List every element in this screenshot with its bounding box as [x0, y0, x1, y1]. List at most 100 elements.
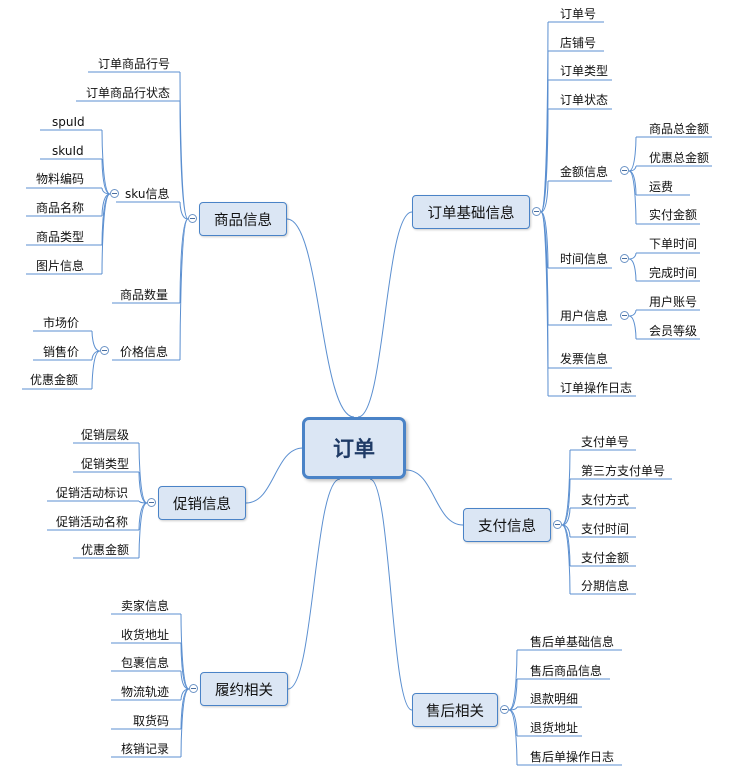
- sku-link-0: [101, 129, 111, 195]
- promo-link-1: [138, 471, 148, 504]
- leaf-amount-info[interactable]: 金额信息: [560, 165, 609, 179]
- leaf-pay-method[interactable]: 支付方式: [581, 493, 630, 507]
- pay-link-0: [561, 449, 571, 526]
- leaf-discount-amount[interactable]: 优惠金额: [30, 373, 79, 387]
- amount-link-0: [628, 136, 637, 172]
- collapse-toggle-goods[interactable]: [188, 214, 197, 223]
- collapse-toggle-payment[interactable]: [553, 520, 562, 529]
- branch-payment[interactable]: 支付信息: [463, 508, 551, 542]
- price-link-2: [91, 350, 101, 390]
- sku-link-2: [101, 187, 111, 195]
- leaf-after-sales-basic[interactable]: 售后单基础信息: [530, 635, 615, 649]
- leaf-installment-info[interactable]: 分期信息: [581, 579, 630, 593]
- leaf-user-info[interactable]: 用户信息: [560, 309, 609, 323]
- leaf-material-code[interactable]: 物料编码: [36, 172, 85, 186]
- leaf-paid-amount[interactable]: 实付金额: [649, 208, 698, 222]
- leaf-goods-line-no[interactable]: 订单商品行号: [98, 57, 171, 71]
- sku-link-5: [101, 193, 111, 275]
- leaf-pay-no[interactable]: 支付单号: [581, 435, 630, 449]
- after-link-4: [508, 709, 518, 766]
- leaf-goods-quantity[interactable]: 商品数量: [120, 288, 169, 302]
- leaf-promo-type[interactable]: 促销类型: [81, 457, 130, 471]
- connector-root-basic: [357, 211, 413, 418]
- leaf-price-info[interactable]: 价格信息: [120, 345, 169, 359]
- amount-link-1: [628, 165, 637, 172]
- leaf-total-discount[interactable]: 优惠总金额: [649, 151, 710, 165]
- basic-link-8: [540, 211, 549, 397]
- pay-link-5: [561, 524, 571, 595]
- leaf-market-price[interactable]: 市场价: [43, 316, 80, 330]
- leaf-return-address[interactable]: 退货地址: [530, 721, 579, 735]
- leaf-promo-level[interactable]: 促销层级: [81, 428, 130, 442]
- pay-link-1: [561, 478, 571, 526]
- collapse-toggle-promotion[interactable]: [147, 498, 156, 507]
- leaf-shipping-address[interactable]: 收货地址: [121, 628, 170, 642]
- leaf-pickup-code[interactable]: 取货码: [133, 714, 170, 728]
- collapse-toggle-order-basic[interactable]: [532, 207, 541, 216]
- collapse-toggle-amount[interactable]: [620, 166, 629, 175]
- fulfil-link-2: [180, 670, 190, 690]
- leaf-refund-detail[interactable]: 退款明细: [530, 692, 579, 706]
- fulfil-link-0: [180, 613, 190, 690]
- root-node[interactable]: 订单: [302, 417, 406, 479]
- goods-link-4: [179, 218, 189, 361]
- leaf-member-level[interactable]: 会员等级: [649, 324, 698, 338]
- collapse-toggle-price[interactable]: [100, 346, 109, 355]
- collapse-toggle-after-sales[interactable]: [500, 705, 509, 714]
- leaf-total-goods-amount[interactable]: 商品总金额: [649, 122, 710, 136]
- leaf-package-info[interactable]: 包裹信息: [121, 656, 170, 670]
- promo-link-4: [138, 502, 148, 559]
- goods-link-0: [179, 71, 189, 220]
- leaf-seller-info[interactable]: 卖家信息: [121, 599, 170, 613]
- leaf-goods-name[interactable]: 商品名称: [36, 201, 85, 215]
- leaf-order-no[interactable]: 订单号: [560, 7, 597, 21]
- branch-order-basic[interactable]: 订单基础信息: [412, 195, 530, 229]
- leaf-logistics-track[interactable]: 物流轨迹: [121, 685, 170, 699]
- leaf-third-party-pay-no[interactable]: 第三方支付单号: [581, 464, 666, 478]
- leaf-order-log[interactable]: 订单操作日志: [560, 381, 633, 395]
- leaf-after-sales-goods[interactable]: 售后商品信息: [530, 664, 603, 678]
- collapse-toggle-fulfillment[interactable]: [189, 684, 198, 693]
- collapse-toggle-time[interactable]: [620, 254, 629, 263]
- sku-link-1: [101, 158, 111, 195]
- collapse-toggle-sku[interactable]: [110, 189, 119, 198]
- branch-fulfillment[interactable]: 履约相关: [200, 672, 288, 706]
- branch-goods[interactable]: 商品信息: [199, 202, 287, 236]
- collapse-toggle-user[interactable]: [620, 311, 629, 320]
- leaf-sku-id[interactable]: skuId: [52, 144, 84, 158]
- user-link-0: [628, 309, 637, 317]
- leaf-image-info[interactable]: 图片信息: [36, 259, 85, 273]
- connector-root-fulfil: [287, 478, 341, 690]
- connector-root-after: [369, 478, 413, 711]
- leaf-verify-record[interactable]: 核销记录: [121, 742, 170, 756]
- branch-promotion[interactable]: 促销信息: [158, 486, 246, 520]
- leaf-freight[interactable]: 运费: [649, 180, 674, 194]
- leaf-sku-info[interactable]: sku信息: [125, 187, 170, 201]
- connector-root-promo: [245, 447, 304, 504]
- leaf-promo-discount[interactable]: 优惠金额: [81, 543, 130, 557]
- leaf-time-info[interactable]: 时间信息: [560, 252, 609, 266]
- leaf-complete-time[interactable]: 完成时间: [649, 266, 698, 280]
- leaf-goods-type[interactable]: 商品类型: [36, 230, 85, 244]
- leaf-pay-amount[interactable]: 支付金额: [581, 551, 630, 565]
- leaf-shop-no[interactable]: 店铺号: [560, 36, 597, 50]
- leaf-sale-price[interactable]: 销售价: [43, 345, 80, 359]
- leaf-invoice-info[interactable]: 发票信息: [560, 352, 609, 366]
- goods-link-1: [179, 100, 189, 220]
- time-link-1: [628, 258, 637, 282]
- leaf-order-status[interactable]: 订单状态: [560, 93, 609, 107]
- leaf-pay-time[interactable]: 支付时间: [581, 522, 630, 536]
- leaf-spu-id[interactable]: spuId: [52, 115, 85, 129]
- leaf-order-type[interactable]: 订单类型: [560, 64, 609, 78]
- leaf-goods-line-status[interactable]: 订单商品行状态: [86, 86, 171, 100]
- leaf-promo-activity-id[interactable]: 促销活动标识: [56, 486, 129, 500]
- branch-after-sales[interactable]: 售后相关: [412, 693, 498, 727]
- leaf-user-account[interactable]: 用户账号: [649, 295, 698, 309]
- fulfil-link-1: [180, 642, 190, 690]
- leaf-promo-activity-name[interactable]: 促销活动名称: [56, 515, 129, 529]
- after-link-1: [508, 678, 518, 711]
- leaf-order-time[interactable]: 下单时间: [649, 237, 698, 251]
- leaf-after-sales-log[interactable]: 售后单操作日志: [530, 750, 615, 764]
- amount-link-3: [628, 170, 637, 225]
- user-link-1: [628, 315, 637, 340]
